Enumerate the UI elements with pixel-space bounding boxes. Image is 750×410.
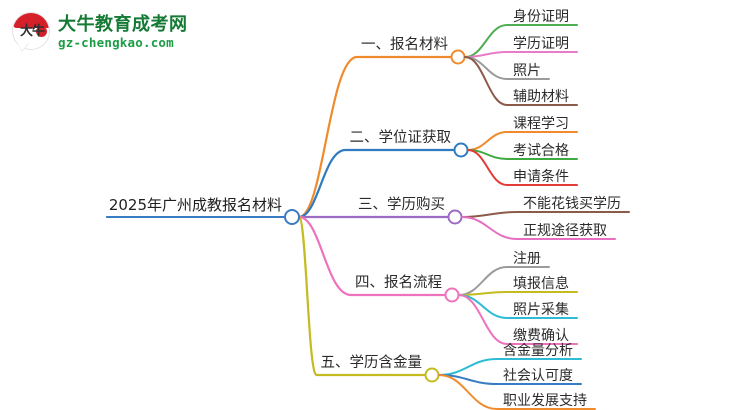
leaf-label-3-1[interactable]: 不能花钱买学历 <box>523 196 621 212</box>
branch-label-2[interactable]: 二、学位证获取 <box>349 130 452 146</box>
leaf-label-1-2[interactable]: 学历证明 <box>513 36 569 52</box>
branch-node-4[interactable] <box>444 287 460 303</box>
leaf-label-5-3[interactable]: 职业发展支持 <box>503 393 587 409</box>
branch-label-3[interactable]: 三、学历购买 <box>358 197 445 213</box>
leaf-connector <box>464 56 578 106</box>
leaf-label-5-1[interactable]: 含金量分析 <box>503 343 573 359</box>
leaf-label-5-2[interactable]: 社会认可度 <box>503 368 573 384</box>
brand-name: 大牛教育成考网 <box>58 13 188 35</box>
branch-connector <box>297 215 447 297</box>
logo-red-dot <box>36 26 47 37</box>
leaf-label-2-3[interactable]: 申请条件 <box>513 169 569 185</box>
leaf-connector <box>461 216 616 240</box>
leaf-label-4-1[interactable]: 注册 <box>513 251 541 267</box>
leaf-label-4-4[interactable]: 缴费确认 <box>513 328 569 344</box>
leaf-label-3-2[interactable]: 正规途径获取 <box>523 223 607 239</box>
leaf-label-2-1[interactable]: 课程学习 <box>513 116 569 132</box>
logo-mark-text: 大牛 <box>19 24 45 39</box>
leaf-connector <box>461 211 630 218</box>
site-logo: 大牛 大牛教育成考网 gz-chengkao.com <box>10 6 190 58</box>
leaf-label-1-1[interactable]: 身份证明 <box>513 9 569 25</box>
leaf-connector <box>458 294 578 345</box>
root-node[interactable] <box>284 209 300 225</box>
logo-bubble-tail <box>17 42 29 51</box>
branch-node-2[interactable] <box>453 142 469 158</box>
branch-label-5[interactable]: 五、学历含金量 <box>320 355 423 371</box>
branch-node-3[interactable] <box>447 209 463 225</box>
leaf-label-4-2[interactable]: 填报信息 <box>513 276 569 292</box>
leaf-connector <box>467 149 578 186</box>
branch-label-1[interactable]: 一、报名材料 <box>361 37 448 53</box>
leaf-label-1-3[interactable]: 照片 <box>513 63 541 79</box>
logo-text-block: 大牛教育成考网 gz-chengkao.com <box>58 14 188 51</box>
branch-connector <box>297 55 453 219</box>
branch-label-4[interactable]: 四、报名流程 <box>355 275 442 291</box>
leaf-connector <box>458 291 578 296</box>
root-node-label[interactable]: 2025年广州成教报名材料 <box>108 196 282 214</box>
leaf-label-1-4[interactable]: 辅助材料 <box>513 89 569 105</box>
leaf-label-2-2[interactable]: 考试合格 <box>513 143 569 159</box>
logo-bubble-icon: 大牛 <box>10 10 54 54</box>
branch-connector <box>297 215 427 377</box>
brand-url: gz-chengkao.com <box>58 34 174 50</box>
logo-red-cap <box>13 13 49 28</box>
leaf-connector <box>464 51 578 58</box>
branch-node-5[interactable] <box>424 367 440 383</box>
branch-node-1[interactable] <box>450 49 466 65</box>
leaf-label-4-3[interactable]: 照片采集 <box>513 302 569 318</box>
leaf-connector <box>438 374 596 410</box>
branch-connector <box>297 148 456 219</box>
